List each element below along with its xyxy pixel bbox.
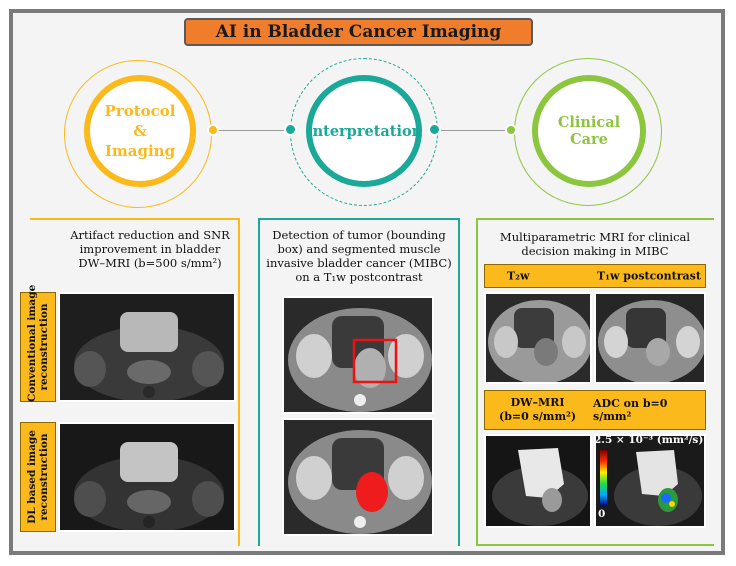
clinical-connector-dot <box>505 124 517 136</box>
tumor-segmentation-svg <box>284 420 432 534</box>
conventional-mri-svg <box>60 294 234 400</box>
right-panel-border-bottom <box>476 544 714 546</box>
middle-panel-border-left <box>258 218 260 546</box>
dl-reconstruction-text: DL based image reconstruction <box>26 430 50 524</box>
tumor-segmentation-image <box>282 418 434 536</box>
protocol-label-line2: & <box>133 122 147 140</box>
middle-caption-line3: invasive bladder cancer (MIBC) <box>266 256 452 270</box>
interpretation-label: Interpretation <box>305 122 423 140</box>
left-panel-border-top <box>30 218 238 220</box>
adc-scale-min-label: 0 <box>598 508 606 520</box>
conventional-reconstruction-image <box>58 292 236 402</box>
dwi-label-line2: (b=0 s/mm²) <box>499 410 577 423</box>
clinical-circle: Clinical Care <box>532 75 646 187</box>
adc-scale-max-label: 2.5 × 10⁻³ (mm²/s) <box>594 434 704 446</box>
t2w-image <box>484 292 592 384</box>
middle-caption-line2: box) and segmented muscle <box>277 242 441 256</box>
dwi-label: DW–MRI (b=0 s/mm²) <box>499 396 576 424</box>
protocol-circle: Protocol & Imaging <box>84 75 196 187</box>
adc-color-scale <box>600 450 607 506</box>
middle-panel-border-right <box>458 218 460 546</box>
right-panel-border-top <box>476 218 714 220</box>
dl-mri-svg <box>60 424 234 530</box>
left-caption-line1: Artifact reduction and SNR <box>70 228 230 242</box>
interpretation-left-dot <box>284 123 297 136</box>
adc-svg <box>596 436 704 526</box>
t2w-svg <box>486 294 590 382</box>
middle-caption-line4: on a T₁w postcontrast <box>295 270 423 284</box>
dl-reconstruction-image <box>58 422 236 532</box>
middle-panel-border-top <box>258 218 458 220</box>
right-caption-line2: decision making in MIBC <box>521 244 669 258</box>
connector-protocol-interpretation <box>215 130 295 131</box>
interpretation-right-dot <box>428 123 441 136</box>
right-caption-line1: Multiparametric MRI for clinical <box>499 230 691 244</box>
protocol-label-line3: Imaging <box>104 142 176 160</box>
right-panel-caption: Multiparametric MRI for clinical decisio… <box>488 230 702 258</box>
adc-label: ADC on b=0 s/mm² <box>593 397 668 423</box>
tumor-bounding-box <box>352 338 398 384</box>
interpretation-circle: Interpretation <box>306 75 422 187</box>
conventional-reconstruction-label: Conventional image reconstruction <box>20 284 56 402</box>
tumor-detection-svg <box>284 298 432 412</box>
tumor-segmentation-mask <box>356 472 388 512</box>
left-panel-caption: Artifact reduction and SNR improvement i… <box>60 228 240 270</box>
dwi-image <box>484 434 592 528</box>
left-caption-line2: improvement in bladder <box>79 242 221 256</box>
middle-caption-line1: Detection of tumor (bounding <box>272 228 446 242</box>
conventional-reconstruction-text: Conventional image reconstruction <box>26 284 50 402</box>
dl-reconstruction-label: DL based image reconstruction <box>20 422 56 532</box>
t2w-t1w-header: T₂w T₁w postcontrast <box>484 264 706 288</box>
connector-interpretation-clinical <box>432 130 512 131</box>
dwi-label-line1: DW–MRI <box>510 396 565 409</box>
middle-panel-caption: Detection of tumor (bounding box) and se… <box>265 228 453 284</box>
left-panel-border-right <box>238 218 240 546</box>
clinical-label: Clinical Care <box>557 114 621 148</box>
t2w-label: T₂w <box>507 269 530 283</box>
tumor-detection-image <box>282 296 434 414</box>
protocol-connector-dot <box>207 124 219 136</box>
adc-map-image <box>594 434 706 528</box>
protocol-label-line1: Protocol <box>104 102 176 120</box>
dwi-adc-header: DW–MRI (b=0 s/mm²) ADC on b=0 s/mm² <box>484 390 706 430</box>
right-panel-border-left <box>476 218 478 546</box>
left-caption-line3: DW–MRI (b=500 s/mm²) <box>78 256 222 270</box>
t1w-postcontrast-label: T₁w postcontrast <box>597 269 701 283</box>
t1w-postcontrast-image <box>594 292 706 384</box>
t1w-svg <box>596 294 704 382</box>
page-title: AI in Bladder Cancer Imaging <box>184 18 533 46</box>
dwi-svg <box>486 436 590 526</box>
